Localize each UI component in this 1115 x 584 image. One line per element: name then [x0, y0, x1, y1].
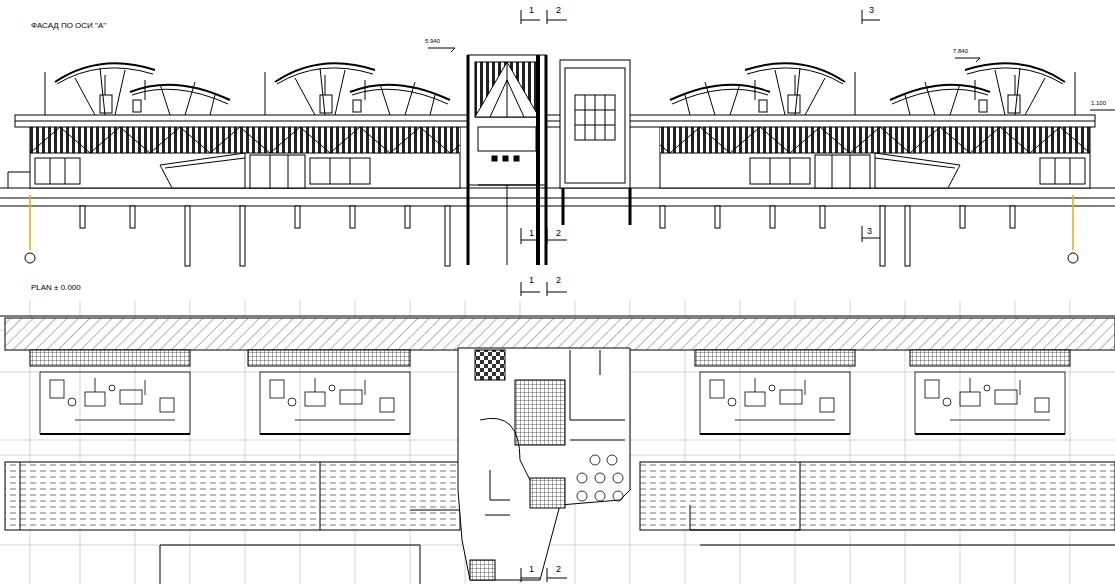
section-number: 1 [528, 6, 535, 15]
section-number: 2 [555, 276, 562, 285]
sheet-title: PLAN ± 0.000 [30, 284, 82, 292]
elevation-mark: 5.940 [424, 38, 441, 44]
section-number: 3 [868, 6, 875, 15]
sheet-title: ФАСАД ПО ОСИ "А" [30, 22, 107, 30]
section-number: 1 [528, 565, 535, 574]
section-number: 1 [528, 229, 535, 238]
section-number: 3 [866, 227, 873, 236]
elevation-mark: 1.100 [1090, 100, 1107, 106]
elevation-mark: 7.840 [952, 48, 969, 54]
section-number: 2 [555, 229, 562, 238]
section-number: 1 [528, 276, 535, 285]
section-number: 2 [555, 565, 562, 574]
section-number: 2 [555, 6, 562, 15]
